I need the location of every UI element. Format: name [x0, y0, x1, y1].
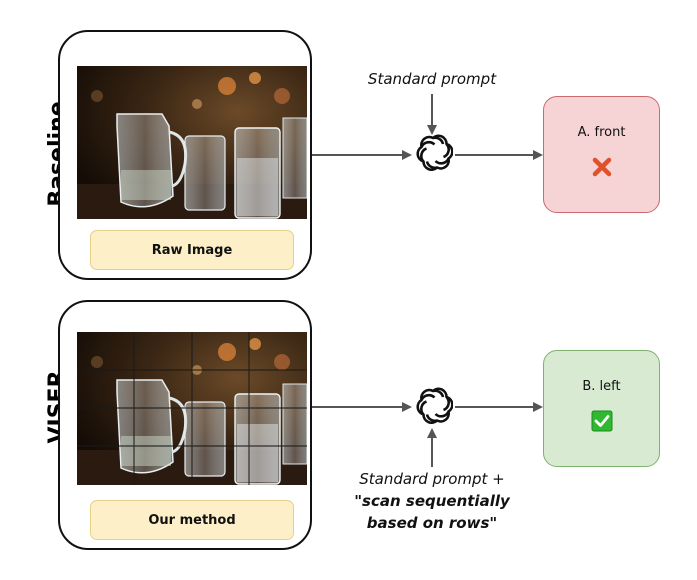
check-mark-icon: [591, 410, 613, 436]
viser-prompt-line-1: Standard prompt +: [359, 470, 505, 488]
x-mark-icon: [591, 156, 613, 182]
our-method-caption: Our method: [90, 500, 294, 540]
viser-answer-text: B. left: [582, 379, 621, 394]
viser-grid-photo: [77, 332, 307, 485]
baseline-raw-photo: [77, 66, 307, 219]
baseline-result-box: A. front: [543, 96, 660, 213]
raw-image-caption: Raw Image: [90, 230, 294, 270]
baseline-prompt-text: Standard prompt: [367, 70, 497, 88]
baseline-answer-text: A. front: [577, 125, 626, 140]
viser-openai-logo-icon: [413, 387, 454, 431]
scan-grid-overlay: [77, 332, 307, 485]
viser-result-box: B. left: [543, 350, 660, 467]
baseline-openai-logo-icon: [413, 134, 454, 178]
viser-prompt-line-3: based on rows": [366, 514, 498, 532]
viser-prompt-line-2: "scan sequentially: [354, 492, 510, 510]
